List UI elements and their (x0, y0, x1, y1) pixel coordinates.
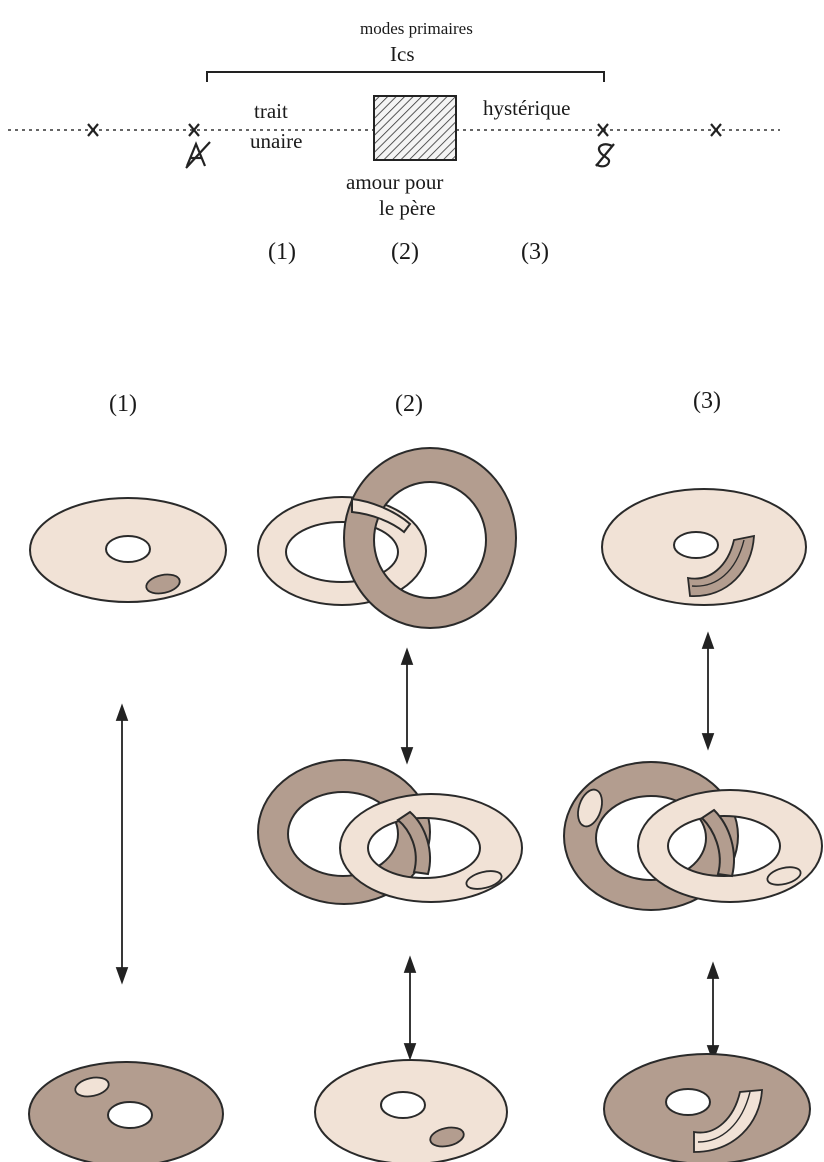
light-torus (338, 793, 524, 903)
light-patch (766, 866, 802, 886)
column-label-3: (3) (693, 388, 721, 414)
col3-interlocked-tori-middle (562, 761, 824, 911)
dark-torus-overlap (396, 810, 431, 876)
band-inner-edge (697, 1091, 751, 1143)
dark-torus (342, 447, 518, 629)
col3-arrow-1 (701, 631, 715, 751)
light-patch (74, 1076, 110, 1098)
torus-hole (665, 1088, 711, 1116)
col2-arrow-2 (403, 955, 417, 1061)
col2-arrow-1 (400, 647, 414, 765)
torus-hole (107, 1101, 153, 1129)
col3-arrow-2 (706, 961, 720, 1063)
top-label-1: (1) (268, 239, 296, 265)
dark-patch (429, 1126, 465, 1148)
dark-torus (256, 759, 432, 905)
col2-torus-bottom (314, 1059, 508, 1162)
cross-marker (87, 123, 99, 137)
col1-torus-bottom (28, 1061, 224, 1162)
trait-label: trait (254, 99, 288, 123)
band-inner-edge (691, 539, 745, 587)
dark-torus-overlap (700, 808, 735, 878)
col1-arrow (115, 703, 129, 985)
col3-torus-top (601, 488, 807, 606)
cross-marker (188, 123, 200, 137)
ics-bracket (206, 71, 605, 82)
light-patch (577, 788, 603, 828)
torus-hole (105, 535, 151, 563)
modes-primaires-label: modes primaires (360, 19, 473, 38)
light-torus-overlap (351, 497, 412, 534)
col2-interlocked-tori-middle (256, 759, 524, 905)
ics-label: Ics (390, 42, 415, 66)
col3-torus-bottom (603, 1053, 811, 1162)
cross-marker (710, 123, 722, 137)
dark-patch (145, 573, 181, 595)
column-label-1: (1) (109, 391, 137, 417)
hatched-box (373, 95, 457, 161)
le-pere-label: le père (379, 196, 436, 220)
torus-hole (673, 531, 719, 559)
light-patch (465, 870, 503, 890)
top-label-2: (2) (391, 239, 419, 265)
col1-torus-top (29, 497, 227, 603)
col2-interlocked-tori-top (256, 447, 518, 629)
amour-pour-label: amour pour (346, 170, 444, 194)
cross-marker (597, 123, 609, 137)
top-label-3: (3) (521, 239, 549, 265)
barred-a-glyph (185, 141, 211, 169)
unaire-label: unaire (250, 129, 303, 153)
barred-s-glyph (595, 143, 615, 168)
column-label-2: (2) (395, 391, 423, 417)
dark-band-patch (686, 534, 755, 597)
hysterique-label: hystérique (483, 96, 571, 120)
top-schema (8, 71, 780, 169)
torus-hole (380, 1091, 426, 1119)
